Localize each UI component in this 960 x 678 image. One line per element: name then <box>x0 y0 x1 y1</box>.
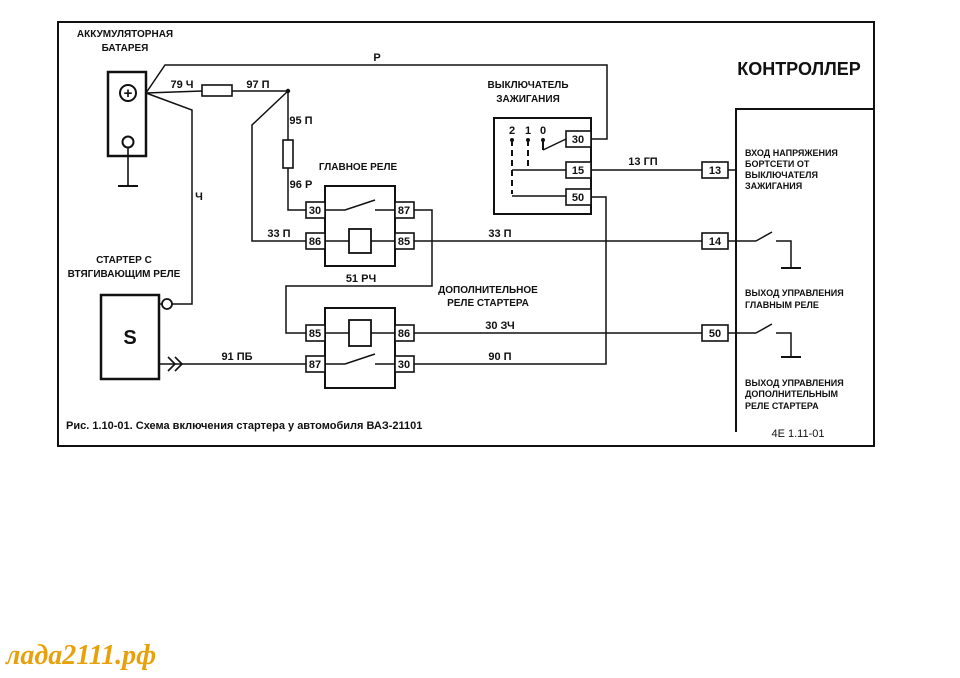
aux-relay-title: РЕЛЕ СТАРТЕРА <box>447 298 529 309</box>
wire-label: 51 РЧ <box>346 273 376 285</box>
terminal-label: 30 <box>398 359 410 371</box>
ignition-switch: 2 1 0 30 15 50 <box>493 117 592 215</box>
svg-text:1: 1 <box>525 125 531 137</box>
svg-text:0: 0 <box>540 125 546 137</box>
wire-label: 33 П <box>488 228 511 240</box>
controller-pin-description: ГЛАВНЫМ РЕЛЕ <box>745 300 819 310</box>
wire-label: 95 П <box>289 115 312 127</box>
terminal-label: 86 <box>398 328 410 340</box>
figure-caption: Рис. 1.10-01. Схема включения стартера у… <box>66 420 422 432</box>
battery-plus-symbol: + <box>124 85 133 102</box>
wire-label: 90 П <box>488 351 511 363</box>
terminal-label: 50 <box>709 328 721 340</box>
controller-pin-description: ВЫКЛЮЧАТЕЛЯ <box>745 170 818 180</box>
terminal-label: 87 <box>309 359 321 371</box>
terminal-label: 85 <box>398 236 410 248</box>
controller-pin-description: ВХОД НАПРЯЖЕНИЯ <box>745 148 838 158</box>
terminal-label: 15 <box>572 165 584 177</box>
battery: + <box>106 70 148 187</box>
fuse <box>282 139 294 169</box>
battery-plus-terminal <box>119 84 137 102</box>
terminal-label: 30 <box>309 205 321 217</box>
ignition-switch-title: ЗАЖИГАНИЯ <box>496 94 560 105</box>
figure-code: 4Е 1.11-01 <box>771 428 824 440</box>
watermark: лада2111.рф <box>6 640 157 671</box>
wire-label: 79 Ч <box>170 79 193 91</box>
starter-title: ВТЯГИВАЮЩИМ РЕЛЕ <box>68 269 181 280</box>
terminal-label: 13 <box>709 165 721 177</box>
terminal-label: 30 <box>572 134 584 146</box>
controller-pin-description: РЕЛЕ СТАРТЕРА <box>745 401 819 411</box>
battery-title: АККУМУЛЯТОРНАЯ <box>77 29 173 40</box>
diagram-frame <box>57 21 875 447</box>
starter-letter: S <box>123 327 136 349</box>
controller: 13 14 50 <box>701 108 874 432</box>
terminal-label: 85 <box>309 328 321 340</box>
controller-pin-description: ДОПОЛНИТЕЛЬНЫМ <box>745 389 838 399</box>
ignition-switch-title: ВЫКЛЮЧАТЕЛЬ <box>487 80 568 91</box>
terminal-label: 14 <box>709 236 722 248</box>
starter-motor: S <box>99 293 192 381</box>
controller-title: КОНТРОЛЛЕР <box>737 59 861 79</box>
wire-label: 97 П <box>246 79 269 91</box>
wire-label: 91 ПБ <box>221 351 252 363</box>
wires <box>145 64 702 365</box>
main-relay: 30 86 87 85 <box>305 185 415 267</box>
controller-pin-description: БОРТСЕТИ ОТ <box>745 159 810 169</box>
controller-pin-description: ВЫХОД УПРАВЛЕНИЯ <box>745 378 844 388</box>
controller-pin-description: ВЫХОД УПРАВЛЕНИЯ <box>745 288 844 298</box>
wire-label: Ч <box>195 191 203 203</box>
fuse <box>201 84 233 97</box>
svg-text:2: 2 <box>509 125 515 137</box>
wire-label: 96 Р <box>290 179 313 191</box>
aux-starter-relay: 85 87 86 30 <box>305 307 415 389</box>
wire-label: Р <box>373 52 380 64</box>
terminal-label: 50 <box>572 192 584 204</box>
aux-relay-title: ДОПОЛНИТЕЛЬНОЕ <box>438 285 538 296</box>
terminal-label: 87 <box>398 205 410 217</box>
wire-label: 13 ГП <box>628 156 658 168</box>
wire-label: 33 П <box>267 228 290 240</box>
terminal-label: 86 <box>309 236 321 248</box>
battery-minus-terminal <box>121 135 135 149</box>
battery-title: БАТАРЕЯ <box>102 43 149 54</box>
wire-label: 30 ЗЧ <box>485 320 515 332</box>
main-relay-title: ГЛАВНОЕ РЕЛЕ <box>319 162 398 173</box>
connector-symbol <box>167 356 177 372</box>
starter-title: СТАРТЕР С <box>96 255 152 266</box>
controller-pin-description: ЗАЖИГАНИЯ <box>745 181 802 191</box>
